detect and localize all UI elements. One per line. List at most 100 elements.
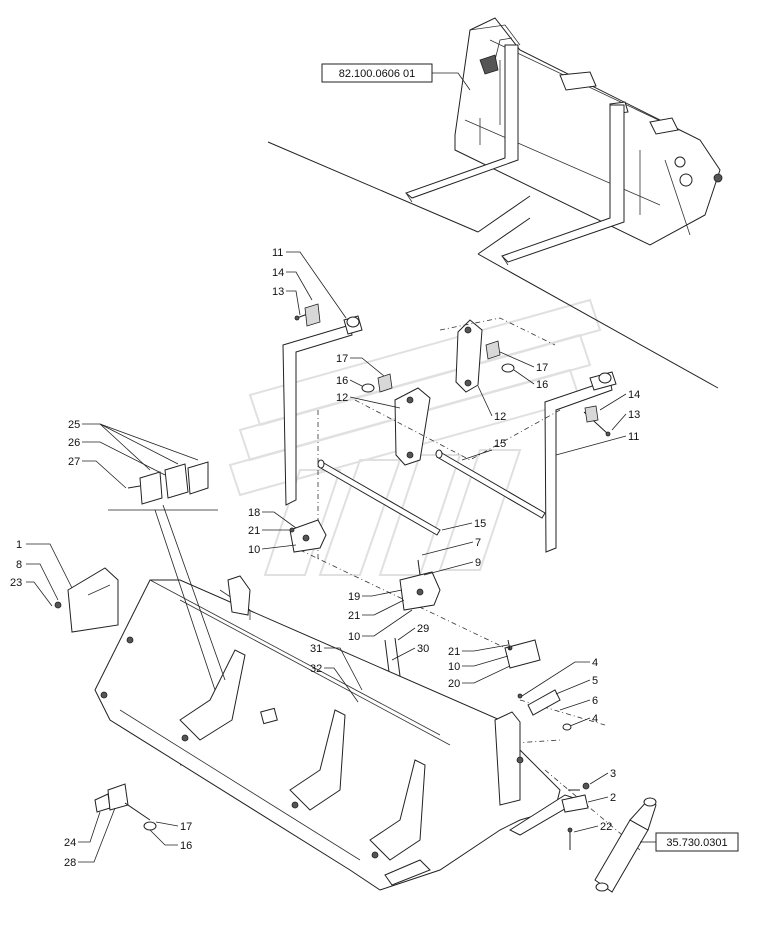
svg-text:18: 18 — [248, 507, 260, 519]
callout-30: 30 — [391, 643, 429, 661]
spring-clip-right — [485, 340, 515, 373]
callout-26: 26 — [68, 437, 166, 476]
svg-text:10: 10 — [248, 544, 260, 556]
mount-bracket-20 — [504, 639, 541, 669]
centerline-c — [354, 399, 561, 461]
svg-text:11: 11 — [272, 247, 283, 259]
callout-28: 28 — [64, 807, 116, 869]
ref-label-top: 82.100.0606 01 — [339, 68, 415, 80]
callout-1: 1 — [16, 539, 73, 589]
separator-right — [477, 253, 719, 389]
callout-3: 3 — [589, 768, 616, 785]
svg-text:10: 10 — [448, 661, 460, 673]
callout-20: 20 — [448, 665, 511, 690]
callout-5: 5 — [555, 675, 598, 695]
separator-break-2 — [477, 217, 531, 255]
bucket-body — [94, 575, 582, 891]
bolts-lower-right — [561, 782, 590, 850]
svg-text:12: 12 — [336, 392, 348, 404]
centerline-b — [439, 317, 556, 346]
callout-17-right: 17 — [499, 351, 548, 374]
callout-25: 25 — [68, 419, 199, 471]
leader-25-bucket — [154, 509, 216, 691]
callout-13-left: 13 — [272, 286, 301, 316]
callout-16-left: 16 — [336, 375, 363, 387]
svg-text:17: 17 — [336, 353, 348, 365]
callout-23: 23 — [10, 577, 53, 607]
callout-19: 19 — [348, 589, 403, 603]
fork-tine-left — [282, 315, 363, 506]
callout-32: 32 — [310, 663, 359, 703]
callout-2: 2 — [587, 792, 616, 804]
wear-pads — [127, 461, 209, 505]
svg-text:9: 9 — [475, 557, 481, 569]
ref-label-cylinder: 35.730.0301 — [666, 837, 727, 849]
mount-bracket-18 — [289, 519, 327, 553]
callout-11-right: 11 — [555, 431, 639, 456]
svg-text:6: 6 — [592, 695, 598, 707]
svg-text:4: 4 — [592, 657, 598, 669]
svg-text:16: 16 — [180, 840, 192, 852]
callout-16-right: 16 — [513, 369, 548, 391]
svg-text:25: 25 — [68, 419, 80, 431]
svg-text:4: 4 — [592, 713, 598, 725]
svg-text:13: 13 — [272, 286, 284, 298]
callout-14-left: 14 — [272, 267, 313, 301]
callout-18: 18 — [248, 507, 297, 529]
svg-text:23: 23 — [10, 577, 22, 589]
svg-text:14: 14 — [272, 267, 284, 279]
svg-text:16: 16 — [536, 379, 548, 391]
svg-text:19: 19 — [348, 591, 360, 603]
shaft-15 — [317, 449, 546, 536]
svg-text:11: 11 — [628, 431, 639, 443]
callout-31: 31 — [310, 643, 363, 691]
svg-text:26: 26 — [68, 437, 80, 449]
svg-text:1: 1 — [16, 539, 22, 551]
svg-text:17: 17 — [536, 362, 548, 374]
callout-10-c: 10 — [448, 655, 509, 673]
svg-text:22: 22 — [600, 821, 612, 833]
callout-12-right: 12 — [477, 385, 506, 423]
svg-text:3: 3 — [610, 768, 616, 780]
svg-text:16: 16 — [336, 375, 348, 387]
svg-text:15: 15 — [474, 518, 486, 530]
separator-break — [477, 195, 531, 233]
pin-and-spring-left — [294, 303, 321, 327]
callout-29: 29 — [397, 623, 429, 641]
callout-15-upper: 15 — [461, 438, 506, 461]
ref-box-cylinder[interactable]: 35.730.0301 — [640, 832, 739, 852]
svg-text:10: 10 — [348, 631, 360, 643]
hinge-pin-5 — [517, 689, 572, 731]
callout-4-b: 4 — [569, 713, 598, 727]
callout-27: 27 — [68, 456, 127, 489]
svg-text:29: 29 — [417, 623, 429, 635]
callout-17-left: 17 — [336, 353, 385, 377]
ref-box-top[interactable]: 82.100.0606 01 — [321, 63, 471, 91]
callout-16-lower: 16 — [149, 829, 192, 852]
svg-text:17: 17 — [180, 821, 192, 833]
callout-10-a: 10 — [248, 544, 297, 556]
callout-7: 7 — [421, 537, 481, 556]
svg-text:8: 8 — [16, 559, 22, 571]
callout-12-left: 12 — [336, 392, 401, 409]
pin-and-spring-right — [583, 405, 611, 437]
mount-bracket-19 — [399, 559, 441, 611]
separator-left — [267, 141, 479, 233]
svg-text:15: 15 — [494, 438, 506, 450]
svg-text:32: 32 — [310, 663, 322, 675]
callout-6: 6 — [559, 695, 598, 711]
callout-4-a: 4 — [521, 657, 598, 697]
svg-text:13: 13 — [628, 409, 640, 421]
hinge-bracket-right — [455, 319, 483, 393]
callout-21-c: 21 — [448, 644, 509, 658]
svg-text:21: 21 — [348, 610, 360, 622]
svg-text:21: 21 — [448, 646, 460, 658]
callout-21-a: 21 — [248, 525, 290, 537]
hydraulic-cylinder — [594, 797, 657, 893]
svg-text:12: 12 — [494, 411, 506, 423]
svg-text:2: 2 — [610, 792, 616, 804]
svg-text:31: 31 — [310, 643, 322, 655]
svg-text:5: 5 — [592, 675, 598, 687]
